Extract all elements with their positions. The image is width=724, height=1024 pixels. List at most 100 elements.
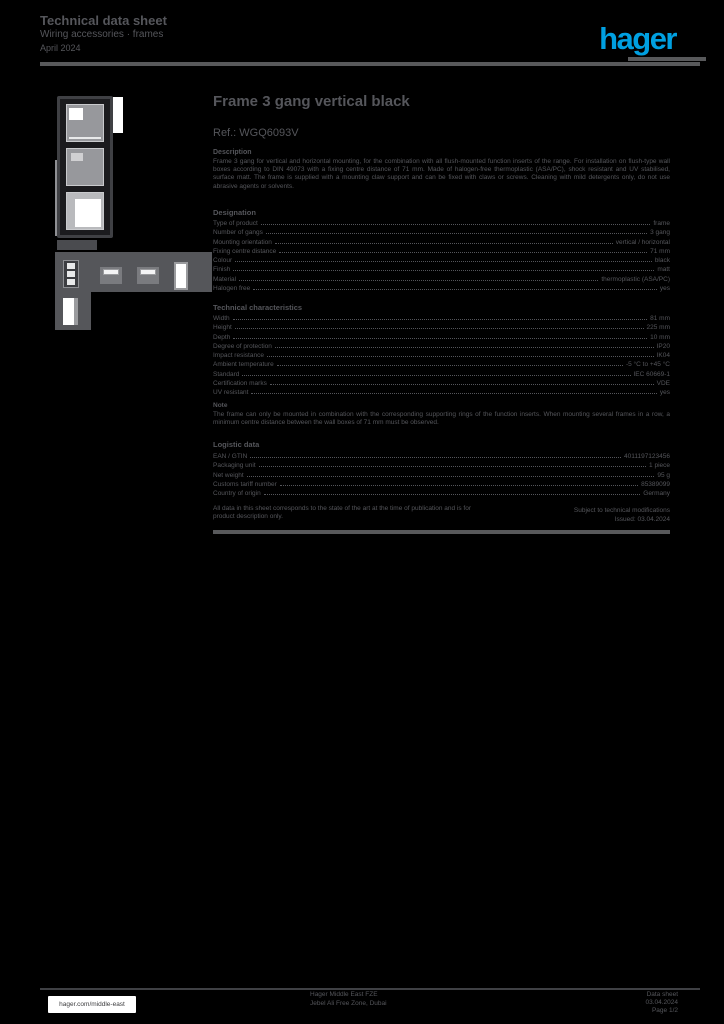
dotted-leader bbox=[279, 484, 639, 486]
dotted-leader bbox=[276, 365, 623, 367]
spec-label: Ambient temperature bbox=[213, 361, 274, 369]
note-text: The frame can only be mounted in combina… bbox=[213, 411, 670, 427]
dotted-leader bbox=[232, 319, 648, 320]
dotted-leader bbox=[269, 384, 654, 386]
spec-row: Mounting orientation vertical / horizonta… bbox=[213, 239, 670, 248]
photo-shadow bbox=[57, 240, 97, 250]
frame-window-3 bbox=[66, 192, 104, 230]
spec-row: Certification marks VDE bbox=[213, 380, 670, 389]
spec-label: Packaging unit bbox=[213, 462, 256, 470]
dotted-leader bbox=[250, 457, 621, 458]
dotted-leader bbox=[251, 393, 657, 395]
spec-value: black bbox=[654, 257, 670, 265]
footer-date: 03.04.2024 bbox=[645, 999, 678, 1006]
spec-label: Material bbox=[213, 275, 237, 283]
spec-value: vertical / horizontal bbox=[615, 238, 670, 246]
spec-row: Finish matt bbox=[213, 266, 670, 275]
logo-underline bbox=[628, 57, 706, 61]
hager-logo: hager bbox=[599, 21, 677, 56]
header-title: Technical data sheet bbox=[40, 13, 167, 28]
spec-row: Height 225 mm bbox=[213, 324, 670, 333]
footnote-modifications: Subject to technical modifications bbox=[573, 507, 670, 514]
product-reference: Ref.: WGQ6093V bbox=[213, 127, 299, 139]
spec-value: 85389099 bbox=[641, 480, 670, 488]
dotted-leader bbox=[260, 224, 651, 225]
spec-label: Impact resistance bbox=[213, 352, 264, 360]
footer-divider bbox=[40, 988, 700, 990]
dotted-leader bbox=[233, 337, 648, 339]
photo-background-patch bbox=[113, 97, 123, 133]
dotted-leader bbox=[279, 251, 648, 253]
spec-label: Colour bbox=[213, 257, 233, 265]
spec-label: Type of product bbox=[213, 220, 258, 227]
spec-label: Fixing centre distance bbox=[213, 247, 277, 255]
dotted-leader bbox=[242, 374, 631, 376]
spec-label: Halogen free bbox=[213, 285, 251, 293]
cover-plate-thumbnail bbox=[174, 262, 188, 290]
product-photo-frame-3gang-vertical bbox=[57, 96, 113, 238]
dotted-leader bbox=[235, 261, 652, 263]
thumbnail-strip bbox=[55, 252, 212, 292]
spec-row: UV resistant yes bbox=[213, 389, 670, 398]
footer-page-number: Page 1/2 bbox=[651, 1007, 678, 1014]
dotted-leader bbox=[274, 242, 613, 244]
spec-value: Germany bbox=[643, 490, 670, 498]
spec-value: 4011197123456 bbox=[623, 453, 670, 460]
dotted-leader bbox=[234, 328, 644, 330]
website-link[interactable]: hager.com/middle-east bbox=[48, 996, 136, 1013]
header-date: April 2024 bbox=[40, 43, 81, 53]
spec-row: Number of gangs 3 gang bbox=[213, 229, 670, 238]
section-heading-logistic: Logistic data bbox=[213, 440, 260, 449]
footer-company: Hager Middle East FZE bbox=[310, 991, 378, 998]
spec-label: Width bbox=[213, 315, 230, 322]
dotted-leader bbox=[246, 475, 655, 477]
spec-row: Ambient temperature-5 °C to +45 °C bbox=[213, 361, 670, 370]
spec-value: 71 mm bbox=[650, 247, 670, 255]
spec-label: Number of gangs bbox=[213, 229, 263, 237]
dotted-leader bbox=[265, 233, 648, 235]
spec-label: Certification marks bbox=[213, 380, 267, 388]
spec-value: 225 mm bbox=[646, 324, 670, 332]
spec-value: matt bbox=[657, 266, 670, 274]
photo-highlight bbox=[75, 199, 101, 227]
spec-label: Height bbox=[213, 324, 232, 332]
spec-value: 81 mm bbox=[650, 315, 670, 322]
section-heading-designation: Designation bbox=[213, 208, 256, 217]
spec-label: Finish bbox=[213, 266, 231, 274]
dotted-leader bbox=[274, 346, 654, 348]
spec-value: IK04 bbox=[656, 352, 670, 360]
footer-doc-type: Data sheet bbox=[646, 991, 678, 998]
photo-highlight bbox=[71, 153, 83, 161]
spec-value: yes bbox=[659, 389, 670, 397]
rocker-switch-thumbnail bbox=[137, 267, 159, 284]
spec-value: yes bbox=[659, 285, 670, 293]
spec-value: VDE bbox=[656, 380, 670, 388]
spec-row: Colour black bbox=[213, 257, 670, 266]
spec-value: 10 mm bbox=[650, 333, 670, 341]
product-title: Frame 3 gang vertical black bbox=[213, 93, 410, 110]
spec-row: Width 81 mm bbox=[213, 315, 670, 324]
frame-window-2 bbox=[66, 148, 104, 186]
footer-address: Jebel Ali Free Zone, Dubai bbox=[310, 1000, 387, 1007]
spec-label: Mounting orientation bbox=[213, 238, 272, 246]
spec-label: Net weight bbox=[213, 471, 244, 479]
cover-plate-vertical-thumbnail bbox=[63, 298, 78, 325]
note-label: Note bbox=[213, 402, 228, 409]
frame-window-1 bbox=[66, 104, 104, 142]
spec-label: UV resistant bbox=[213, 389, 249, 397]
spec-value: 1 piece bbox=[649, 462, 670, 470]
spec-value: 3 gang bbox=[650, 229, 670, 237]
legal-remark: All data in this sheet corresponds to th… bbox=[213, 505, 471, 520]
dotted-leader bbox=[253, 289, 657, 291]
dotted-leader bbox=[239, 279, 599, 281]
